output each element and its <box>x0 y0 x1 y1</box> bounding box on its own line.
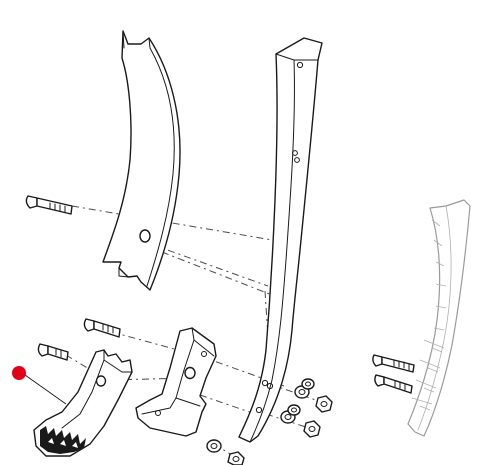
bracket-part <box>135 327 217 437</box>
mount-hole <box>296 61 304 69</box>
rivet <box>201 351 207 357</box>
bolt-lower-a <box>83 318 121 338</box>
washer <box>287 404 301 416</box>
tine-shank <box>238 37 323 443</box>
bolt-hole <box>95 375 107 387</box>
wearing-point-part <box>33 349 133 457</box>
mount-hole <box>294 157 300 163</box>
washer <box>301 378 315 390</box>
shin-guard-part <box>102 30 181 291</box>
washers-nuts <box>206 378 333 465</box>
callout-wearing-point[interactable] <box>12 366 67 405</box>
rivet <box>155 410 161 416</box>
callout-leader-line <box>24 374 67 405</box>
washer <box>206 439 222 453</box>
mount-hole <box>255 406 263 414</box>
mount-hole <box>266 382 274 390</box>
bolt-lower-b <box>37 343 69 361</box>
red-marker-dot[interactable] <box>12 366 26 380</box>
bolt-hole <box>184 366 196 380</box>
nut <box>227 451 245 465</box>
nut <box>303 420 321 438</box>
nut <box>315 395 333 413</box>
mount-hole <box>261 379 269 387</box>
bolt-hole <box>139 229 151 243</box>
ghost-tine-assembly <box>407 199 471 437</box>
bolt-upper <box>25 195 73 215</box>
carbide-teeth <box>40 426 86 454</box>
bolt-right-lower <box>374 374 413 394</box>
mount-hole <box>292 150 298 156</box>
bolt-right-upper <box>372 354 415 373</box>
